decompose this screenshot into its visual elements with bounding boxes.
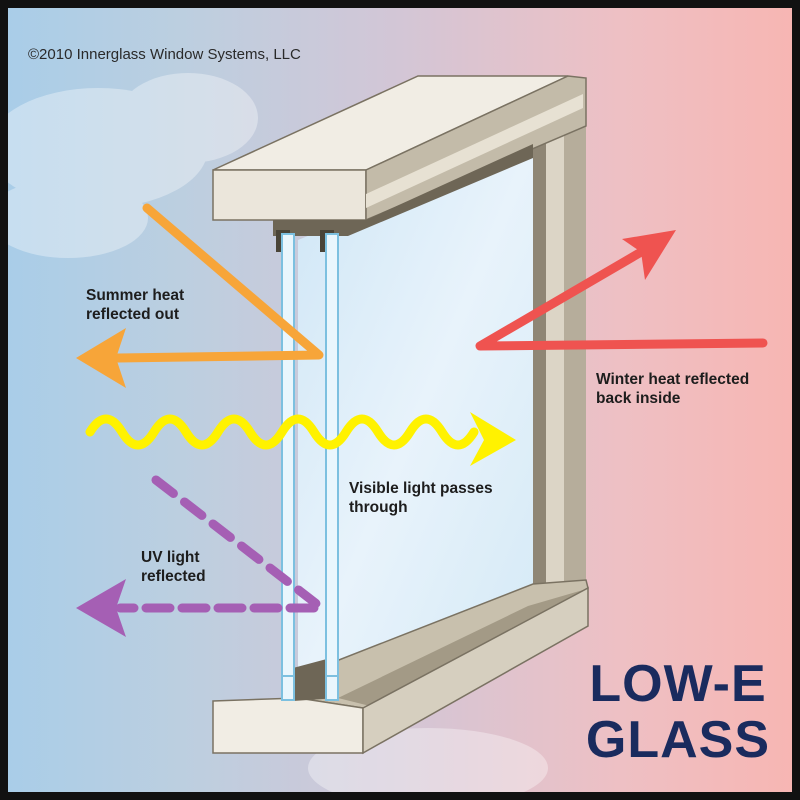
uv-light-label: UV light reflected bbox=[141, 549, 206, 585]
summer-heat-arrowhead bbox=[76, 328, 126, 388]
summer-heat-label: Summer heat reflected out bbox=[86, 287, 185, 323]
diagram-title: LOW-E GLASS bbox=[578, 656, 778, 768]
uv-light-arrowhead bbox=[76, 579, 126, 637]
visible-light-wave bbox=[85, 414, 479, 450]
copyright-text: ©2010 Innerglass Window Systems, LLC bbox=[28, 46, 301, 63]
winter-heat-label: Winter heat reflected back inside bbox=[596, 371, 750, 407]
glass-pane-outer bbox=[281, 233, 295, 697]
glass-pane-inner bbox=[325, 233, 339, 697]
title-line-1: LOW-E bbox=[589, 655, 767, 713]
winter-heat-arrow bbox=[475, 243, 768, 351]
visible-light-label: Visible light passes through bbox=[349, 480, 493, 516]
visible-light-arrowhead bbox=[470, 412, 516, 466]
summer-heat-arrow bbox=[113, 203, 324, 363]
winter-heat-arrowhead bbox=[622, 230, 676, 280]
title-line-2: GLASS bbox=[585, 711, 771, 769]
uv-light-arrow bbox=[115, 475, 323, 613]
window-illustration bbox=[8, 73, 768, 792]
